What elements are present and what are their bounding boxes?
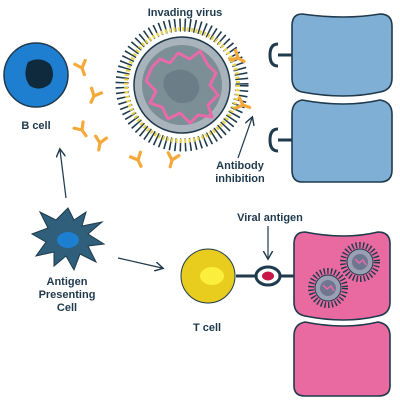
arrows [60,118,268,268]
virus-rna [144,49,220,125]
receptor [268,42,292,68]
apc-nucleus [57,232,79,248]
antigen-presenting-cell-label: Antigen Presenting Cell [38,276,96,314]
antibody [72,120,93,141]
antibody [163,151,181,170]
antibody [73,58,92,79]
invading-virus-label: Invading virus [147,7,223,19]
t-cell-label: T cell [192,322,222,334]
viral-antigen-label: Viral antigen [237,212,303,224]
invading-virus [115,18,249,152]
infected-virus [308,268,348,308]
antibody [91,134,109,153]
b-cell-label: B cell [21,120,51,132]
virus-spike-ring [115,18,249,152]
arrow-apc-to-t-cell [117,257,162,268]
t-cell [180,248,236,304]
arrow-antibody-inhibition [237,118,252,159]
b-cell-nucleus [25,59,53,89]
host-cells-pink [293,231,391,397]
host-cell-blue-bottom [291,99,393,183]
host-cell-blue-top [291,13,393,97]
receptor [268,127,292,153]
viral-antigen [236,265,294,287]
infected-virus [340,242,380,282]
arrow-apc-to-b-cell [60,150,67,199]
b-cell [3,42,69,108]
antibody-inhibition-label: Antibody inhibition [215,160,265,185]
host-cells-blue [268,13,393,183]
antigen-presenting-cell [30,207,106,272]
antibody [84,86,104,107]
host-cell-pink-bottom [293,321,391,397]
antibody [128,150,148,171]
